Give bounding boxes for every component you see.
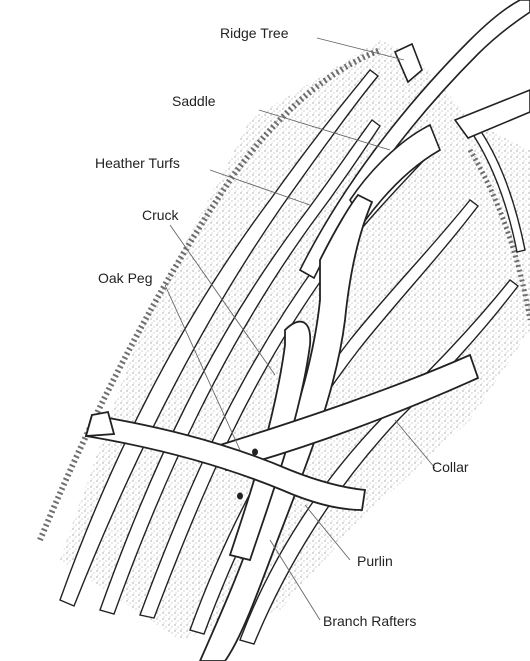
label-purlin: Purlin (357, 553, 393, 569)
label-heather-turfs: Heather Turfs (95, 155, 180, 171)
label-cruck: Cruck (142, 207, 180, 223)
label-saddle: Saddle (172, 93, 216, 109)
label-oak-peg: Oak Peg (98, 270, 152, 286)
label-collar: Collar (432, 459, 469, 475)
label-branch-rafters: Branch Rafters (323, 613, 416, 629)
label-ridge-tree: Ridge Tree (220, 25, 289, 41)
